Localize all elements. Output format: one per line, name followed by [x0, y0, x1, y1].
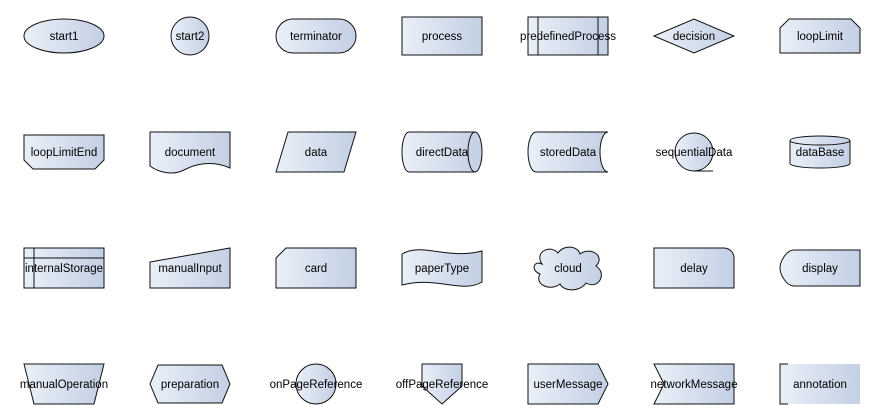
shape-terminator: terminator — [275, 18, 357, 54]
process-rect — [401, 16, 483, 56]
start2-circle — [170, 16, 210, 56]
shape-label-offPageReference: offPageReference — [396, 379, 489, 391]
shape-label-cloud: cloud — [554, 263, 582, 275]
shape-directData: directData — [401, 131, 483, 173]
shape-card: card — [275, 247, 357, 289]
shape-label-manualInput: manualInput — [158, 263, 222, 275]
shape-loopLimit: loopLimit — [779, 18, 861, 54]
direct-data-end-arc — [467, 131, 476, 173]
shape-label-paperType: paperType — [415, 263, 469, 275]
shape-manualInput: manualInput — [149, 247, 231, 289]
stored-data-shape — [527, 131, 609, 173]
card-shape — [275, 247, 357, 289]
network-message-shape — [653, 363, 735, 405]
shape-label-userMessage: userMessage — [533, 379, 602, 391]
loop-limit-end-shape — [23, 134, 105, 170]
shape-label-dataBase: dataBase — [796, 147, 845, 159]
shape-label-loopLimit: loopLimit — [797, 31, 844, 43]
manual-input-shape — [149, 247, 231, 289]
shape-cloud: cloud — [533, 246, 602, 291]
shape-internalStorage: internalStorage — [23, 247, 105, 289]
shape-loopLimitEnd: loopLimitEnd — [23, 134, 105, 170]
shape-start2: start2 — [170, 16, 210, 56]
shape-storedData: storedData — [527, 131, 609, 173]
shape-label-annotation: annotation — [793, 379, 847, 391]
shape-label-loopLimitEnd: loopLimitEnd — [31, 147, 97, 159]
user-message-shape — [527, 363, 609, 405]
shape-annotation: annotation — [779, 363, 860, 405]
paper-type-shape — [401, 249, 483, 287]
shape-onPageReference: onPageReference — [270, 363, 363, 405]
predefined-process-rect — [527, 16, 609, 56]
shape-label-process: process — [422, 31, 463, 43]
shape-delay: delay — [653, 247, 735, 289]
shape-networkMessage: networkMessage — [651, 363, 738, 405]
shape-paperType: paperType — [401, 249, 483, 287]
on-page-reference-circle — [295, 363, 337, 405]
manual-operation-trapezoid — [23, 363, 105, 405]
shape-offPageReference: offPageReference — [396, 363, 489, 405]
shape-display: display — [779, 249, 861, 287]
shape-label-predefinedProcess: predefinedProcess — [520, 31, 616, 43]
shape-label-display: display — [802, 263, 838, 275]
shape-label-directData: directData — [416, 147, 469, 159]
decision-diamond — [652, 18, 736, 54]
shape-document: document — [149, 131, 231, 174]
shape-userMessage: userMessage — [527, 363, 609, 405]
shape-decision: decision — [652, 18, 736, 54]
shape-label-networkMessage: networkMessage — [651, 379, 738, 391]
display-shape — [779, 249, 861, 287]
shape-label-internalStorage: internalStorage — [25, 263, 103, 275]
shape-preparation: preparation — [149, 364, 231, 404]
shape-start1: start1 — [23, 18, 105, 54]
off-page-reference-shape — [421, 363, 463, 405]
shape-label-storedData: storedData — [540, 147, 597, 159]
shape-label-card: card — [305, 263, 327, 275]
shape-dataBase: dataBase — [789, 135, 851, 169]
shape-label-start1: start1 — [50, 31, 79, 43]
shape-label-start2: start2 — [176, 31, 205, 43]
shape-process: process — [401, 16, 483, 56]
document-shape — [149, 131, 231, 174]
delay-shape — [653, 247, 735, 289]
shape-label-manualOperation: manualOperation — [20, 379, 108, 391]
annotation-fill — [780, 364, 860, 404]
shape-label-onPageReference: onPageReference — [270, 379, 363, 391]
loop-limit-shape — [779, 18, 861, 54]
shape-label-sequentialData: sequentialData — [656, 147, 733, 159]
shape-label-delay: delay — [680, 263, 708, 275]
terminator-rect — [275, 18, 357, 54]
shape-label-data: data — [305, 147, 328, 159]
database-top-rim — [789, 140, 851, 146]
shape-label-decision: decision — [673, 31, 715, 43]
start1-ellipse — [23, 18, 105, 54]
cloud-shape — [533, 246, 602, 291]
shape-label-document: document — [165, 147, 216, 159]
shape-label-terminator: terminator — [290, 31, 342, 43]
annotation-bracket — [779, 363, 788, 405]
preparation-hexagon — [149, 364, 231, 404]
shape-predefinedProcess: predefinedProcess — [520, 16, 616, 56]
data-parallelogram — [275, 131, 357, 173]
shape-manualOperation: manualOperation — [20, 363, 108, 405]
shape-data: data — [275, 131, 357, 173]
internal-storage-rect — [23, 247, 105, 289]
shape-label-preparation: preparation — [161, 379, 219, 391]
shape-sequentialData: sequentialData — [656, 132, 733, 172]
